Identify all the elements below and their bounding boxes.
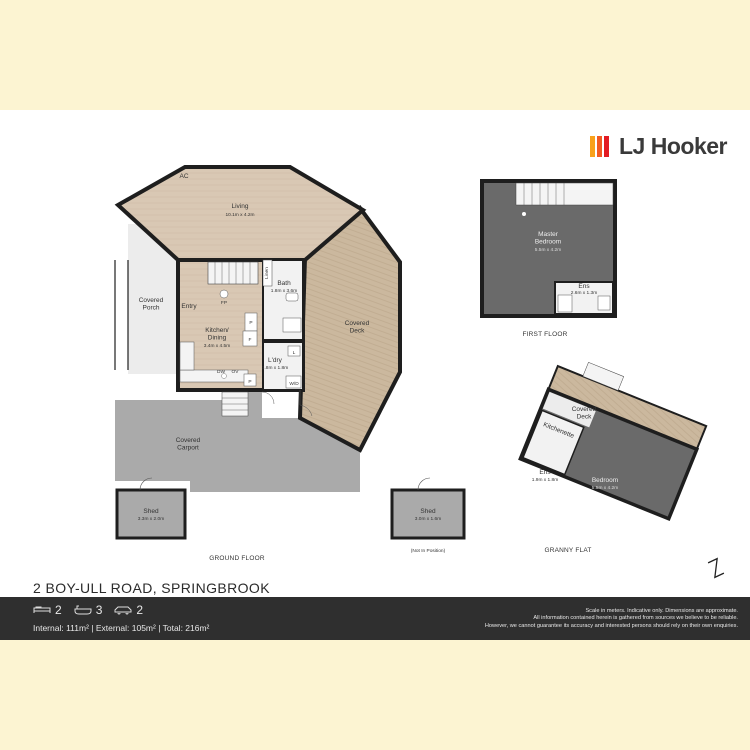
ground-floor-label: GROUND FLOOR xyxy=(209,555,265,562)
car-icon xyxy=(114,606,132,615)
ensuite-1-label: Ens xyxy=(578,283,590,290)
kitchen-label: Kitchen/Dining xyxy=(205,327,229,341)
bath-vanity xyxy=(285,292,299,302)
not-in-position-label: (Not In Position) xyxy=(411,548,446,554)
kitchen-dims: 3.4m x 4.5m xyxy=(204,343,230,349)
ensuite-2-area xyxy=(521,409,585,476)
disclaimer-line-3: However, we cannot guarantee its accurac… xyxy=(484,622,738,629)
ensuite-2-label: Ens xyxy=(539,469,551,476)
wd-label: W/D xyxy=(289,381,299,387)
bedrooms-count: 2 xyxy=(33,603,62,617)
living-label: Living xyxy=(232,203,249,210)
floor-plan-sheet: LJ Hooker xyxy=(0,110,750,640)
covered-carport-area xyxy=(115,390,360,492)
bath-icon xyxy=(74,605,92,615)
cars-count: 2 xyxy=(114,603,143,617)
bath-dims: 1.8m x 3.6m xyxy=(271,288,297,294)
pantry-label: P xyxy=(249,320,252,326)
brand-logo: LJ Hooker xyxy=(590,132,727,159)
first-floor-stairs xyxy=(515,182,614,206)
north-arrow-icon xyxy=(707,557,725,579)
linen-cupboard xyxy=(262,259,273,287)
bath-label: Bath xyxy=(277,280,291,287)
bedrooms-value: 2 xyxy=(55,603,62,617)
cars-value: 2 xyxy=(136,603,144,617)
granny-bedroom-label: Bedroom xyxy=(592,477,618,484)
kitchen-counter-side xyxy=(179,341,195,371)
info-footer: 2 3 2 Internal: 111m² | External: 105m² … xyxy=(0,597,750,640)
shed-2-dims: 3.0m x 1.6m xyxy=(415,516,441,522)
granny-flat-label: GRANNY FLAT xyxy=(544,547,591,554)
living-dims: 10.1m x 4.2m xyxy=(225,212,254,218)
linen-label: Linen xyxy=(264,267,270,279)
disclaimer: Scale in meters. Indicative only. Dimens… xyxy=(358,608,738,630)
ov-label: OV xyxy=(232,369,240,375)
fp-label: FP xyxy=(221,300,227,306)
disclaimer-line-2: All information contained herein is gath… xyxy=(533,615,738,622)
feature-icons: 2 3 2 xyxy=(33,603,155,617)
granny-bedroom-dims: 5.5m x 4.2m xyxy=(592,485,618,491)
laundry-dims: 1.8m x 1.8m xyxy=(262,365,288,371)
fireplace xyxy=(219,289,229,299)
stair-treads xyxy=(214,262,251,284)
area-summary: Internal: 111m² | External: 105m² | Tota… xyxy=(33,623,210,633)
ac-label: AC xyxy=(179,173,188,180)
first-floor-label: FIRST FLOOR xyxy=(522,331,567,338)
ground-stairs xyxy=(207,261,259,285)
kitchenette-area xyxy=(542,391,596,428)
bathrooms-value: 3 xyxy=(95,603,103,617)
granny-steps xyxy=(582,361,625,391)
fridge-label: F xyxy=(249,337,252,343)
shed-1 xyxy=(115,488,187,540)
bed-icon xyxy=(33,606,51,613)
laundry-label: L'dry xyxy=(268,357,283,364)
shed-2-label: Shed xyxy=(420,508,436,515)
linen-l-label: L xyxy=(293,350,296,356)
ensuite-1-dims: 2.6m x 1.3m xyxy=(571,290,597,296)
disclaimer-line-1: Scale in meters. Indicative only. Dimens… xyxy=(585,608,738,614)
entry-label: Entry xyxy=(181,303,197,310)
brand-mark-icon xyxy=(590,135,611,157)
bathrooms-count: 3 xyxy=(74,603,103,617)
dw-label: DW xyxy=(217,369,225,375)
shed-1-label: Shed xyxy=(143,508,159,515)
shower xyxy=(282,317,302,333)
p-label-2: P xyxy=(248,379,251,385)
laundry-door-swing xyxy=(261,391,275,405)
shed-2 xyxy=(390,488,466,540)
brand-wordmark: LJ Hooker xyxy=(619,132,727,159)
master-bedroom-dims: 5.5m x 4.2m xyxy=(535,247,561,253)
shed-1-dims: 3.3m x 2.0m xyxy=(138,516,164,522)
ensuite-2-dims: 1.9m x 1.8m xyxy=(532,477,558,483)
property-address: 2 BOY-ULL ROAD, SPRINGBROOK xyxy=(33,580,270,596)
fridge xyxy=(242,330,258,347)
